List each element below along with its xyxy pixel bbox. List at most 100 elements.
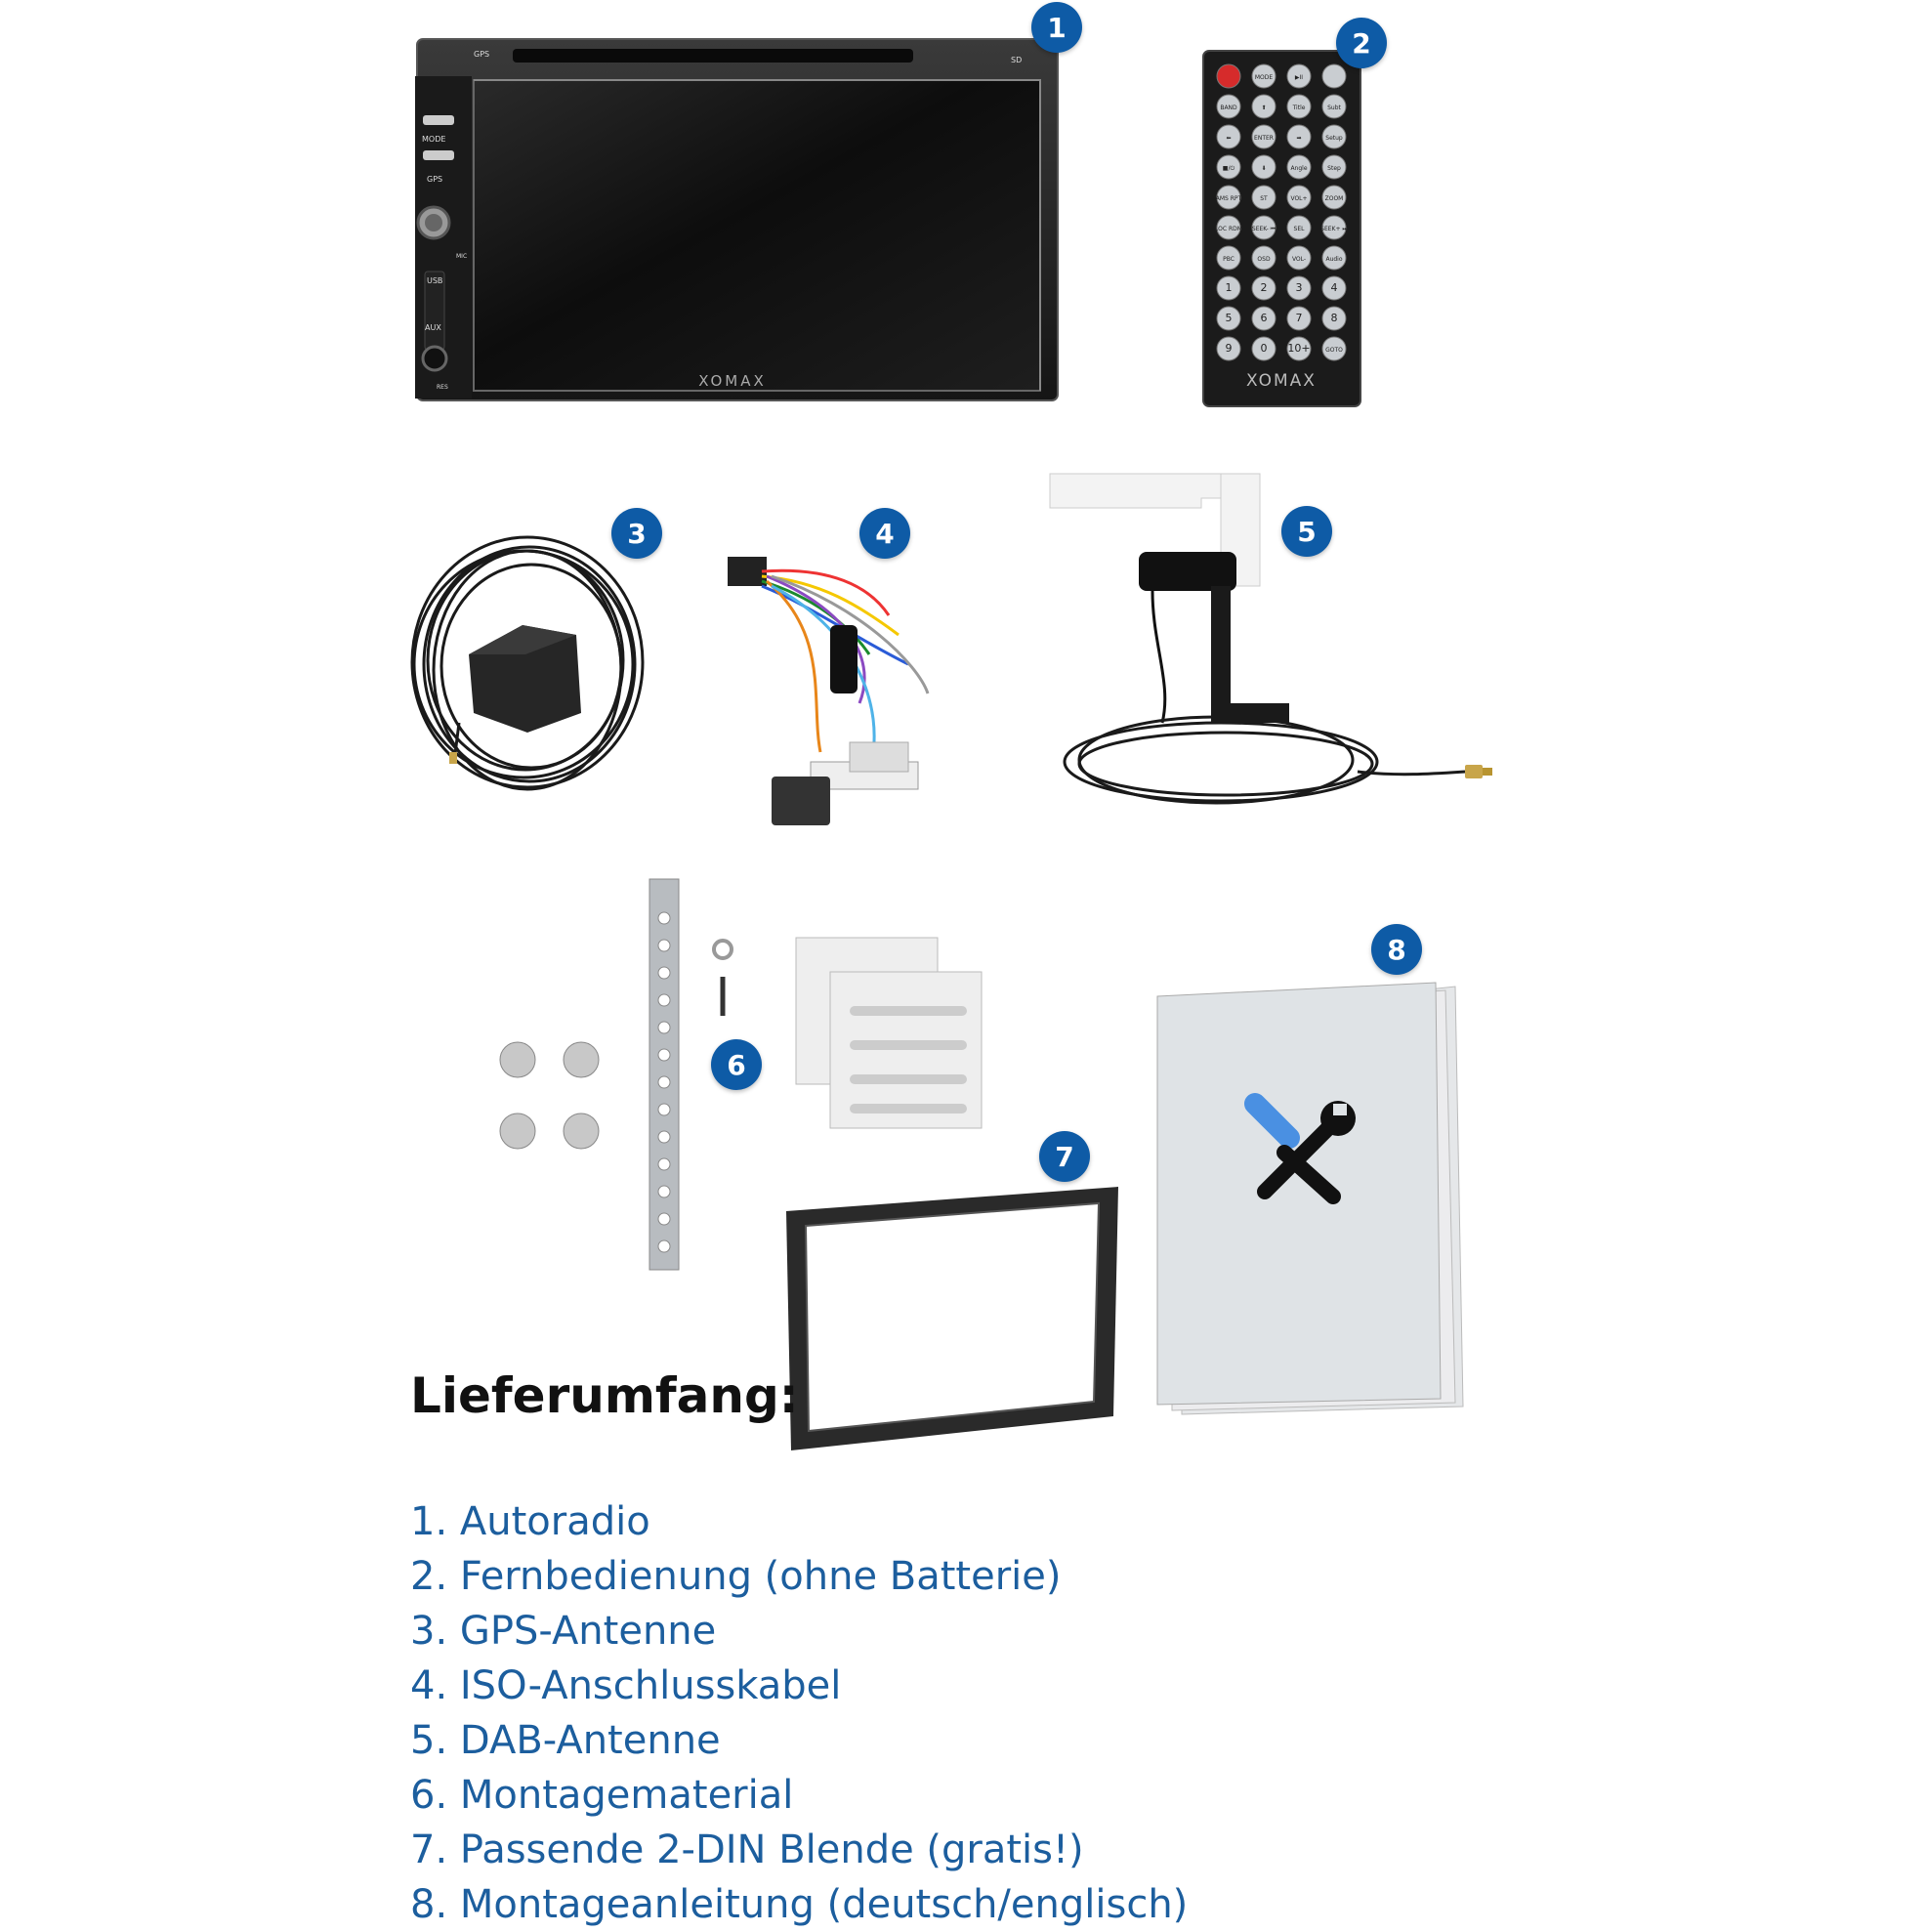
remote-key <box>1216 275 1241 301</box>
remote-key <box>1321 94 1347 119</box>
device-aux-label: AUX <box>425 323 441 332</box>
strap-hole <box>657 1021 671 1034</box>
remote-key <box>1216 154 1241 180</box>
remote-key-label: GOTO <box>1325 347 1343 354</box>
remote-key-label: 2 <box>1261 281 1268 294</box>
device-mic-label: MIC <box>456 253 467 260</box>
badge-4: 4 <box>859 508 910 559</box>
list-item: 2. Fernbedienung (ohne Batterie) <box>410 1549 1188 1604</box>
remote-key-label: MODE <box>1255 74 1274 81</box>
remote-key <box>1321 63 1347 89</box>
remote-key <box>1321 275 1347 301</box>
list-item: 7. Passende 2-DIN Blende (gratis!) <box>410 1823 1188 1877</box>
list-item: 3. GPS-Antenne <box>410 1604 1188 1659</box>
strap-hole <box>657 993 671 1007</box>
badge-2: 2 <box>1336 18 1387 68</box>
remote-key-label: Audio <box>1325 256 1342 263</box>
remote-key <box>1216 336 1241 361</box>
remote-key <box>1286 275 1312 301</box>
remote-key-label: OSD <box>1257 256 1271 263</box>
page-title: Lieferumfang: <box>410 1367 799 1424</box>
strap-hole <box>657 1212 671 1226</box>
remote-key-label: LOC RDM <box>1215 226 1242 232</box>
remote-key-label: 8 <box>1331 312 1338 324</box>
list-item-label: 2. Fernbedienung (ohne Batterie) <box>410 1554 1062 1599</box>
remote-key-label: VOL+ <box>1290 195 1307 202</box>
badge-8: 8 <box>1371 924 1422 975</box>
list-item-label: 1. Autoradio <box>410 1499 650 1544</box>
remote-key <box>1321 124 1347 149</box>
badge-1: 1 <box>1031 2 1082 53</box>
remote-brand-logo: XOMAX <box>1246 371 1317 391</box>
remote-key-label: Subt <box>1327 105 1341 111</box>
remote-key <box>1286 154 1312 180</box>
remote-key-label: ZOOM <box>1325 195 1344 202</box>
dab-antenna-image <box>1049 473 1492 805</box>
list-item: 6. Montagematerial <box>410 1768 1188 1823</box>
iso-harness-image <box>728 557 930 825</box>
strap-hole <box>657 939 671 952</box>
badge-6: 6 <box>711 1039 762 1090</box>
list-item: 5. DAB-Antenne <box>410 1713 1188 1768</box>
remote-key-label: 3 <box>1296 281 1303 294</box>
list-item: 1. Autoradio <box>410 1494 1188 1549</box>
remote-key-label: Setup <box>1325 135 1343 142</box>
remote-key <box>1321 154 1347 180</box>
remote-key <box>1321 336 1347 361</box>
car-radio-image: GPS SD MODE GPS MIC USB AUX RES XOMAX <box>415 38 1059 401</box>
remote-key-label: SEEK+ ⏭ <box>1320 226 1348 232</box>
device-usb-label: USB <box>427 276 442 285</box>
remote-key <box>1286 215 1312 240</box>
remote-key-label: 5 <box>1226 312 1233 324</box>
strap-hole <box>657 911 671 925</box>
badge-3: 3 <box>611 508 662 559</box>
remote-key-label: ⬅ <box>1226 135 1231 142</box>
remote-key-label: 9 <box>1226 342 1233 355</box>
remote-key-label: 10+ <box>1287 342 1310 355</box>
remote-key-label: ST <box>1260 195 1268 202</box>
strap-hole <box>657 1103 671 1116</box>
remote-key-label: ■/⏻ <box>1223 165 1235 172</box>
remote-key-label: SEEK- ⏮ <box>1252 226 1276 232</box>
list-item-label: 7. Passende 2-DIN Blende (gratis!) <box>410 1827 1084 1872</box>
remote-key-label: AMS RPT <box>1216 195 1242 202</box>
strap-hole <box>657 1157 671 1171</box>
remote-key-label: ⬆ <box>1261 105 1266 111</box>
remote-key-label: Angle <box>1290 165 1307 172</box>
badge-5: 5 <box>1281 506 1332 557</box>
strap-hole <box>657 1185 671 1198</box>
remote-key <box>1286 124 1312 149</box>
remote-key <box>1216 185 1241 210</box>
remote-key <box>1251 215 1276 240</box>
mounting-material-image <box>499 878 983 1271</box>
list-item-label: 8. Montageanleitung (deutsch/englisch) <box>410 1882 1189 1927</box>
strap-hole <box>657 1130 671 1144</box>
list-item: 4. ISO-Anschlusskabel <box>410 1659 1188 1713</box>
remote-key <box>1321 185 1347 210</box>
remote-key <box>1216 215 1241 240</box>
remote-key <box>1251 124 1276 149</box>
remote-key-label: VOL- <box>1292 256 1306 263</box>
remote-key <box>1286 94 1312 119</box>
strap-hole <box>657 1239 671 1253</box>
remote-key <box>1251 245 1276 271</box>
remote-key <box>1251 306 1276 331</box>
list-item-label: 4. ISO-Anschlusskabel <box>410 1663 842 1708</box>
remote-key-label: PBC <box>1223 256 1235 263</box>
device-mode-label: MODE <box>422 135 445 144</box>
remote-key <box>1251 63 1276 89</box>
remote-key <box>1251 185 1276 210</box>
remote-key <box>1286 336 1312 361</box>
remote-key <box>1251 94 1276 119</box>
remote-key-label: 1 <box>1226 281 1233 294</box>
remote-key-label: Step <box>1327 165 1341 172</box>
remote-key <box>1321 215 1347 240</box>
strap-hole <box>657 1075 671 1089</box>
remote-key-label: Title <box>1292 105 1306 111</box>
remote-key <box>1251 154 1276 180</box>
manual-image <box>1156 982 1464 1415</box>
list-item-label: 3. GPS-Antenne <box>410 1609 717 1654</box>
remote-key-label: BAND <box>1220 105 1237 111</box>
remote-key <box>1321 245 1347 271</box>
